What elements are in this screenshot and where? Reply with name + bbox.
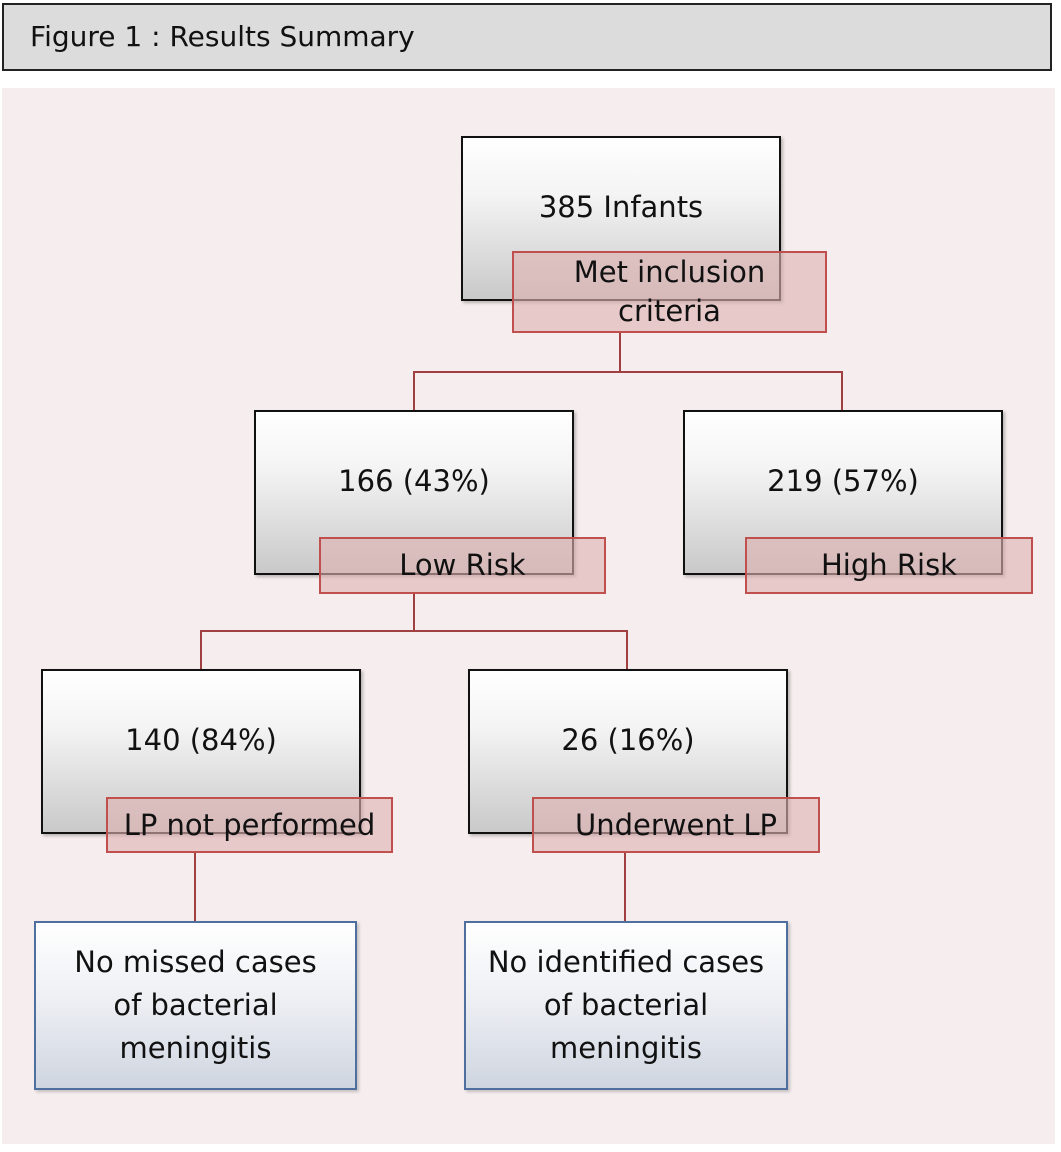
- node-lp-not-performed-value: 140 (84%): [125, 723, 277, 757]
- outcome-lp: No identified cases of bacterial meningi…: [464, 921, 788, 1090]
- node-low-risk-label: Low Risk: [319, 537, 606, 594]
- node-high-risk-label: High Risk: [745, 537, 1033, 594]
- connector-root-to-children: [413, 333, 621, 410]
- node-underwent-lp-label: Underwent LP: [532, 797, 820, 853]
- figure-title: Figure 1 : Results Summary: [30, 20, 415, 53]
- node-high-risk-value: 219 (57%): [767, 464, 919, 498]
- node-root-value: 385 Infants: [538, 190, 704, 224]
- node-root-label: Met inclusion criteria: [512, 251, 827, 333]
- connector-low-risk-to-underwent-lp: [414, 630, 628, 669]
- node-low-risk-value: 166 (43%): [338, 464, 490, 498]
- figure-title-bar: Figure 1 : Results Summary: [2, 3, 1052, 71]
- node-underwent-lp-value: 26 (16%): [561, 723, 695, 757]
- outcome-no-lp: No missed cases of bacterial meningitis: [34, 921, 357, 1090]
- node-lp-not-performed-label: LP not performed: [106, 797, 393, 853]
- connector-root-to-high-risk: [620, 371, 843, 410]
- connector-low-risk-to-children: [200, 594, 415, 669]
